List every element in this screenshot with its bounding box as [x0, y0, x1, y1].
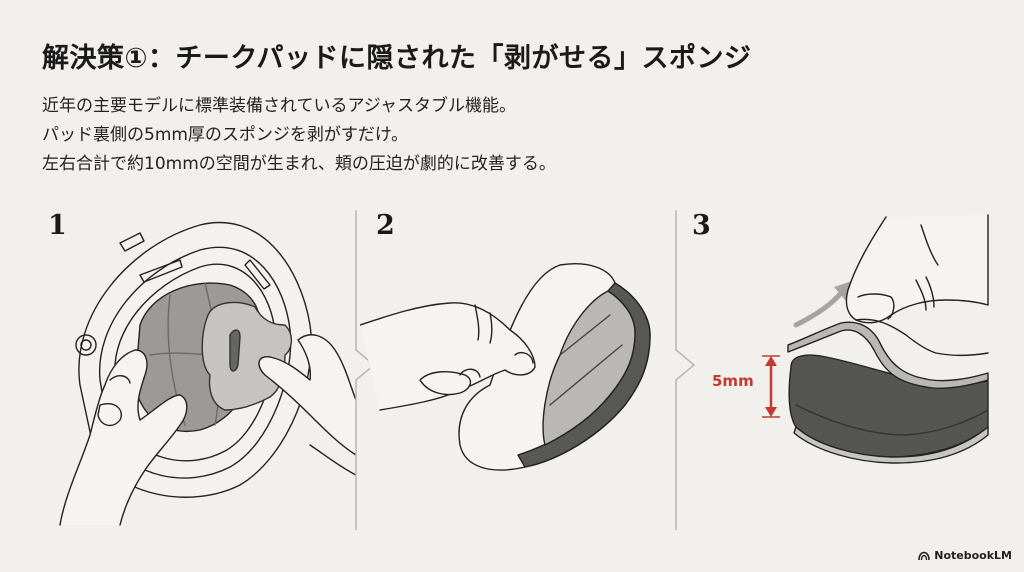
- step-divider-chevron: [675, 210, 696, 530]
- notebooklm-label: NotebookLM: [934, 549, 1012, 562]
- page-title: 解決策①：チークパッドに隠された「剥がせる」スポンジ: [42, 43, 752, 74]
- pad-peeling-illustration: [360, 263, 651, 471]
- description-line: パッド裏側の5mm厚のスポンジを剥がすだけ。: [42, 125, 409, 145]
- helmet-cheek-pad-illustration: [59, 221, 356, 526]
- description: 近年の主要モデルに標準装備されているアジャスタブル機能。 パッド裏側の5mm厚の…: [42, 92, 556, 179]
- description-line: 左右合計で約10mmの空間が生まれ、頬の圧迫が劇的に改善する。: [42, 154, 556, 174]
- description-line: 近年の主要モデルに標準装備されているアジャスタブル機能。: [42, 96, 516, 116]
- notebooklm-badge: NotebookLM: [918, 549, 1012, 562]
- dimension-arrow-icon: [762, 355, 780, 418]
- dimension-label: 5mm: [712, 372, 754, 390]
- peel-direction-arrow-icon: [793, 290, 844, 328]
- sponge-thickness-illustration: [762, 214, 989, 464]
- notebooklm-logo-icon: [918, 551, 931, 560]
- step-panel-1: 1: [40, 205, 356, 535]
- step-panel-3: 3 5mm: [676, 205, 1016, 535]
- step-number-1: 1: [48, 210, 67, 241]
- step-number-2: 2: [376, 210, 395, 241]
- step-panel-2: 2: [360, 205, 676, 535]
- step-number-3: 3: [692, 210, 711, 241]
